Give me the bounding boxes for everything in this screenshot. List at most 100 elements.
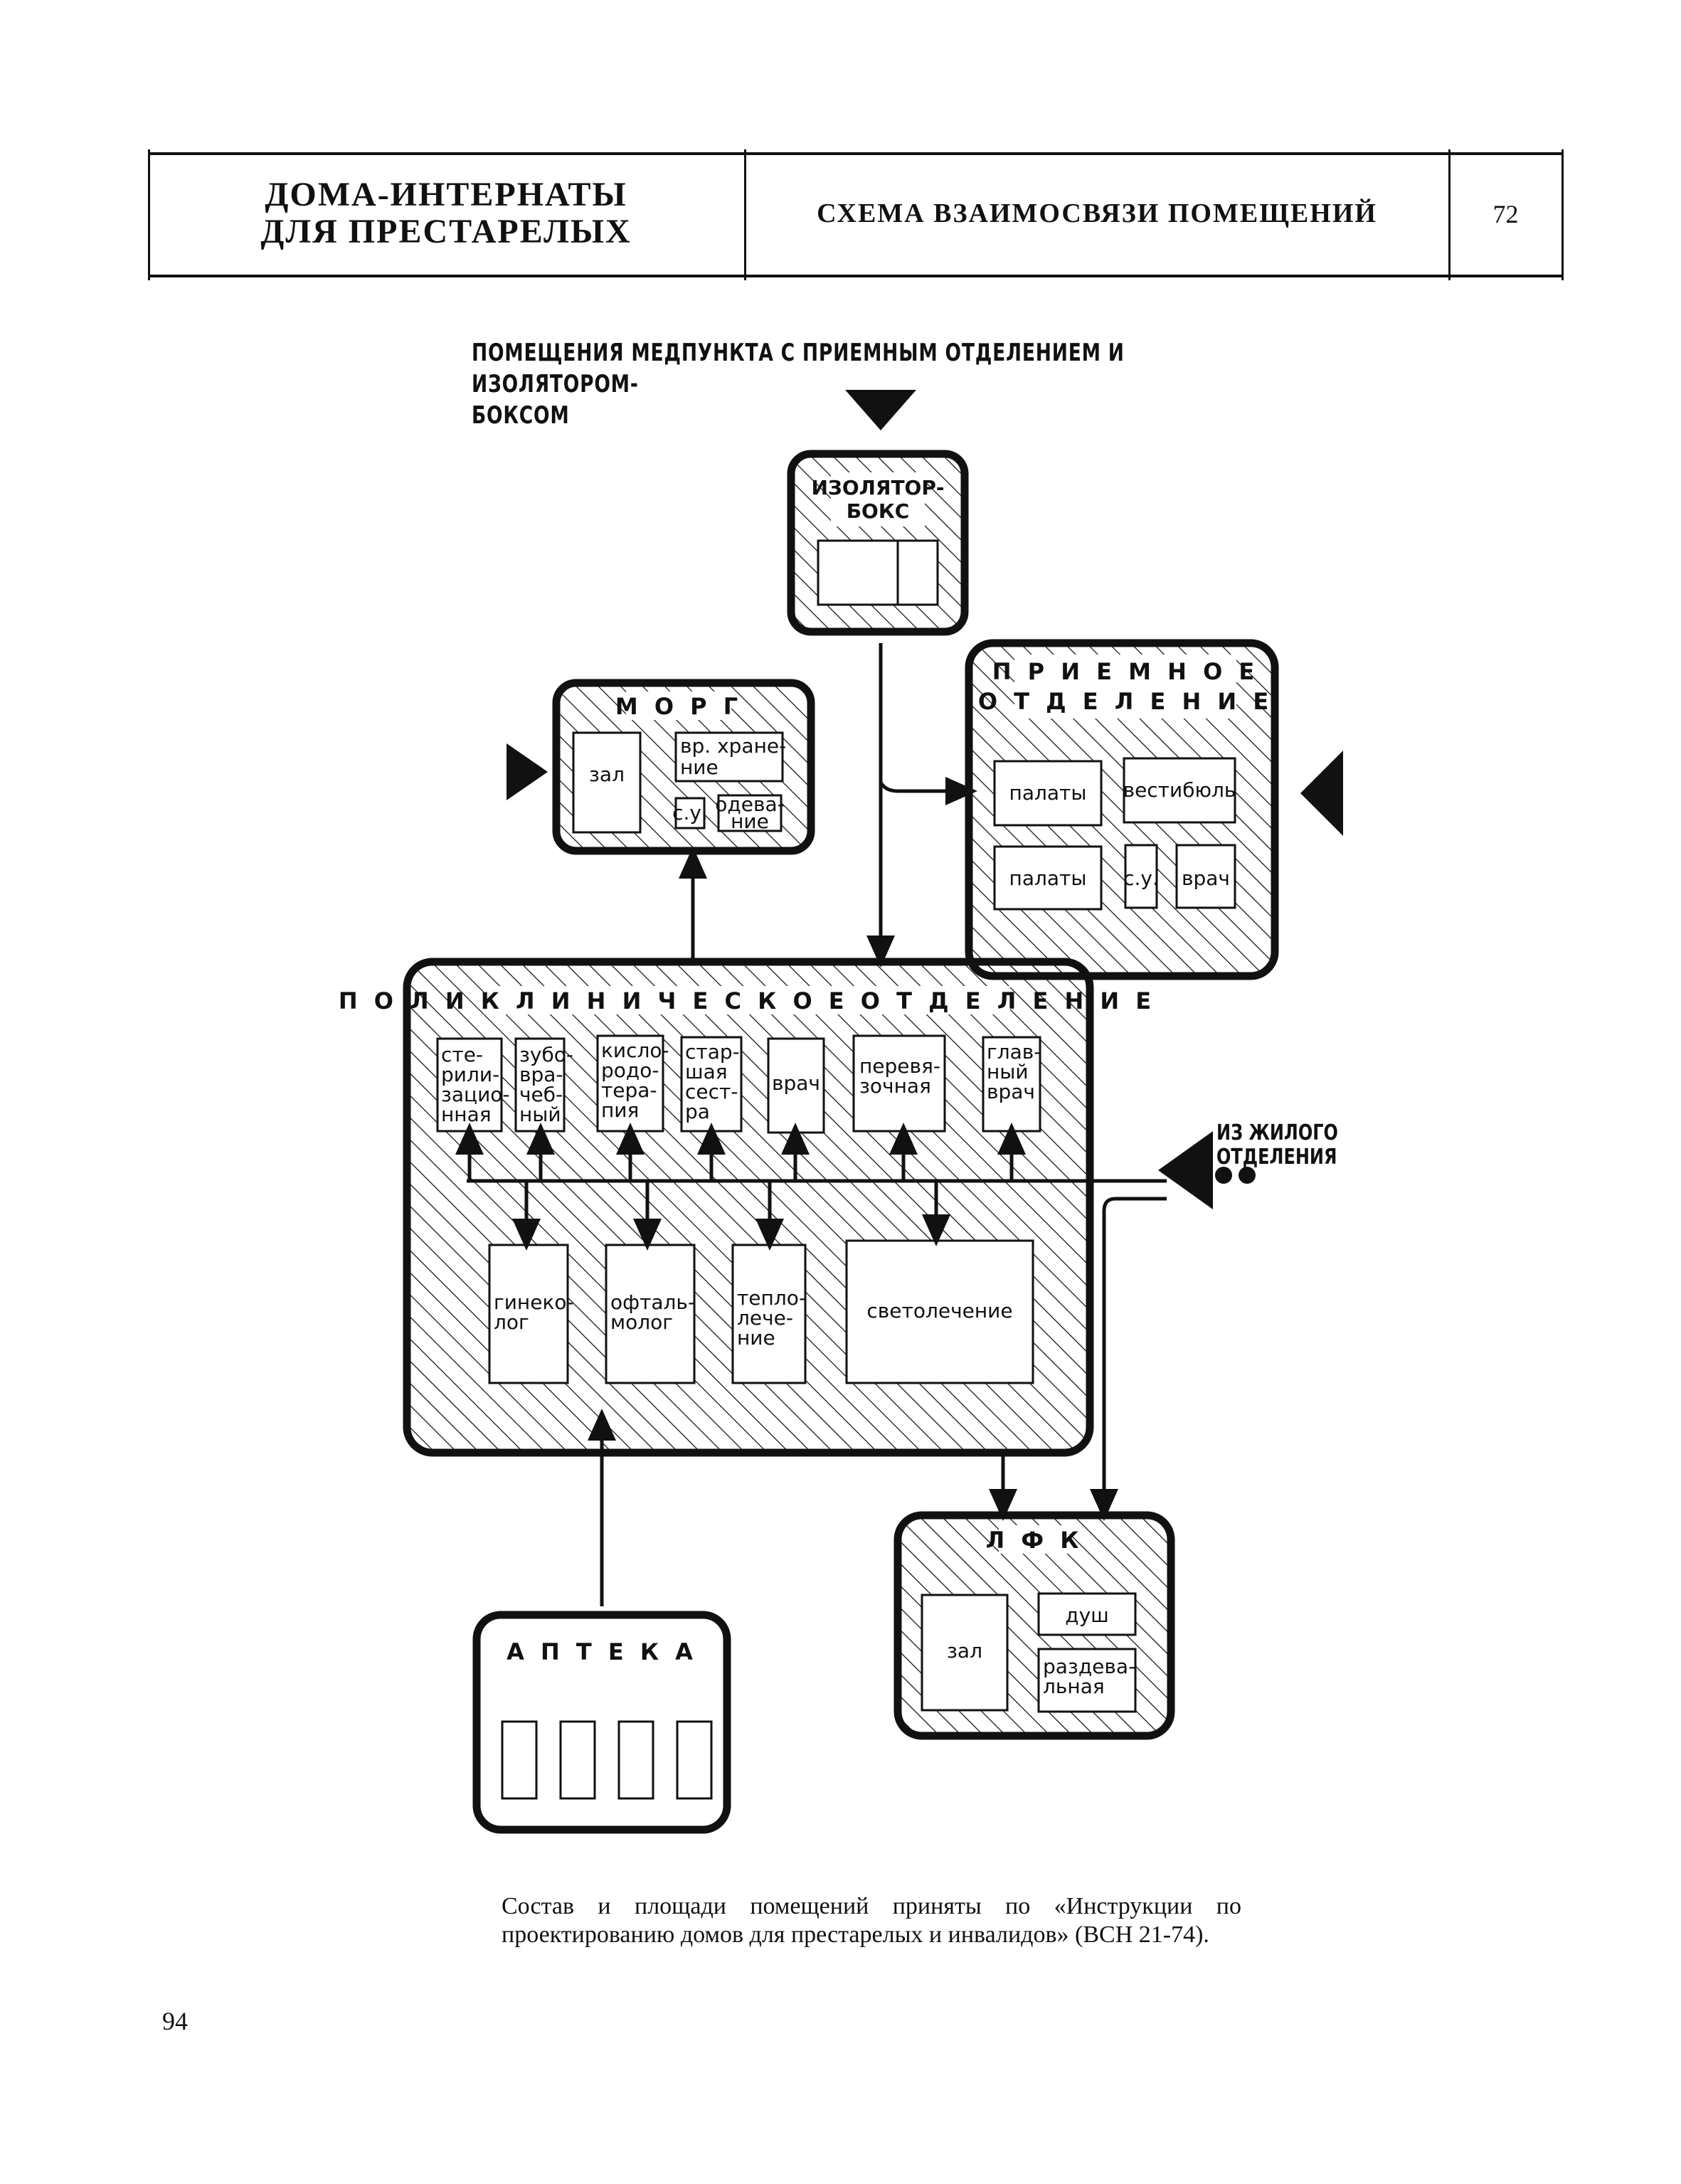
lfk-hall bbox=[921, 1594, 1009, 1712]
room-label: светолечение bbox=[866, 1299, 1012, 1322]
series-title: ДОМА-ИНТЕРНАТЫ ДЛЯ ПРЕСТАРЕЛЫХ bbox=[148, 176, 744, 250]
pharmacy-room bbox=[617, 1720, 654, 1800]
room-label: гинеко- bbox=[494, 1290, 574, 1314]
header-divider bbox=[744, 149, 746, 280]
room-chief-doctor bbox=[982, 1036, 1041, 1133]
entry-dot bbox=[1239, 1167, 1256, 1184]
room-label: молог bbox=[610, 1310, 673, 1334]
room-label: тера- bbox=[601, 1078, 657, 1102]
reception-wc-label: с.у. bbox=[1123, 866, 1159, 890]
room-ophthalmologist bbox=[605, 1244, 696, 1384]
reception-label-line2: О Т Д Е Л Е Н И Е bbox=[978, 688, 1273, 715]
morg-storage bbox=[674, 731, 784, 783]
reception-wc bbox=[1124, 844, 1158, 909]
morg-storage-label-line2: ние bbox=[680, 756, 718, 779]
series-title-line1: ДОМА-ИНТЕРНАТЫ bbox=[265, 176, 627, 213]
pharmacy-room bbox=[501, 1720, 538, 1800]
morg-dressing-label-line1: одева- bbox=[715, 793, 784, 816]
section-title: СХЕМА ВЗАИМОСВЯЗИ ПОМЕЩЕНИЙ bbox=[817, 198, 1377, 228]
header-divider bbox=[1561, 149, 1564, 280]
room-doctor bbox=[767, 1037, 825, 1134]
room-oxygen-therapy bbox=[596, 1034, 664, 1133]
room-gynecologist bbox=[488, 1244, 569, 1384]
pharmacy-label: А П Т Е К А bbox=[507, 1638, 697, 1665]
room-label: лече- bbox=[737, 1306, 793, 1330]
room-label: нная bbox=[441, 1103, 492, 1126]
diagram-title-line1: ПОМЕЩЕНИЯ МЕДПУНКТА С ПРИЕМНЫМ ОТДЕЛЕНИЕ… bbox=[472, 339, 1125, 398]
lfk-dressing-label-line1: раздева- bbox=[1043, 1655, 1135, 1678]
polyclinic-block: П О Л И К Л И Н И Ч Е С К О Е О Т Д Е Л … bbox=[339, 958, 1155, 1457]
entry-arrow-isolator bbox=[845, 390, 916, 430]
room-label: ный bbox=[987, 1060, 1029, 1083]
morg-dressing bbox=[717, 794, 783, 832]
room-label: перевя- bbox=[859, 1054, 940, 1078]
room-label: зубо- bbox=[519, 1043, 573, 1066]
reception-doctor bbox=[1175, 844, 1236, 909]
lfk-label: Л Ф К bbox=[986, 1527, 1083, 1554]
morg-wc bbox=[674, 797, 706, 829]
diagram-title-line2: БОКСОМ bbox=[472, 401, 570, 430]
entry-dot bbox=[1215, 1167, 1232, 1184]
reception-wards-2 bbox=[993, 845, 1103, 911]
room-label: зацио- bbox=[441, 1083, 510, 1106]
room-label: рили- bbox=[441, 1063, 499, 1086]
morg-wc-label: с.у. bbox=[672, 801, 708, 825]
room-label: зочная bbox=[859, 1074, 931, 1098]
caption-text: Состав и площади помещений приняты по «И… bbox=[502, 1893, 1241, 1948]
room-label: чеб- bbox=[519, 1083, 563, 1106]
lfk-hall-label: зал bbox=[947, 1639, 982, 1663]
room-label: ние bbox=[737, 1326, 775, 1350]
room-label: пия bbox=[601, 1098, 639, 1122]
morg-hall bbox=[572, 731, 642, 834]
room-light-therapy bbox=[845, 1239, 1034, 1384]
lfk-dressing bbox=[1037, 1648, 1137, 1713]
reception-label-line1: П Р И Е М Н О Е bbox=[992, 658, 1259, 685]
morg-block: М О Р Г зал вр. хране- ние с.у. одева- н… bbox=[552, 679, 815, 855]
page-number: 94 bbox=[162, 2007, 188, 2035]
room-sterilization bbox=[436, 1037, 503, 1133]
lfk-shower-label: душ bbox=[1065, 1603, 1109, 1627]
sheet-number: 72 bbox=[1492, 200, 1519, 228]
room-label: родо- bbox=[601, 1059, 659, 1082]
connection-lines bbox=[455, 643, 1167, 1606]
isolator-label-line2: БОКС bbox=[847, 499, 910, 523]
polyclinic-label: П О Л И К Л И Н И Ч Е С К О Е О Т Д Е Л … bbox=[339, 987, 1155, 1014]
room-label: врач bbox=[772, 1071, 820, 1095]
room-heat-therapy bbox=[731, 1244, 807, 1384]
pharmacy-room bbox=[559, 1720, 596, 1800]
reception-vestibule bbox=[1123, 757, 1236, 824]
room-label: шая bbox=[685, 1060, 728, 1083]
room-label: ный bbox=[519, 1103, 561, 1126]
morg-hall-label: зал bbox=[589, 763, 625, 786]
pharmacy-room bbox=[676, 1720, 713, 1800]
entry-arrow-residential bbox=[1158, 1131, 1213, 1209]
room-dressing bbox=[852, 1034, 946, 1133]
reception-wards-1-label: палаты bbox=[1009, 781, 1087, 805]
page-header: ДОМА-ИНТЕРНАТЫ ДЛЯ ПРЕСТАРЕЛЫХ СХЕМА ВЗА… bbox=[148, 149, 1564, 280]
room-label: стар- bbox=[685, 1040, 740, 1064]
entry-arrow-reception bbox=[1300, 751, 1343, 836]
link-to-reception bbox=[879, 777, 977, 805]
entry-arrow-morg bbox=[507, 743, 548, 800]
room-label: глав- bbox=[987, 1040, 1041, 1064]
morg-storage-label-line1: вр. хране- bbox=[680, 734, 786, 758]
room-label: вра- bbox=[519, 1063, 563, 1086]
diagram-title: ПОМЕЩЕНИЯ МЕДПУНКТА С ПРИЕМНЫМ ОТДЕЛЕНИЕ… bbox=[472, 337, 1138, 431]
pharmacy-block: А П Т Е К А bbox=[472, 1611, 731, 1834]
reception-wards-1 bbox=[993, 760, 1103, 827]
header-divider bbox=[148, 149, 150, 280]
room-label: офталь- bbox=[610, 1290, 695, 1314]
residential-label-line1: ИЗ ЖИЛОГО bbox=[1216, 1120, 1338, 1145]
room-label: ра bbox=[685, 1100, 710, 1123]
residential-label-line2: ОТДЕЛЕНИЯ bbox=[1216, 1145, 1337, 1169]
link-residential-lfk bbox=[1090, 1197, 1167, 1521]
isolator-label-line1: ИЗОЛЯТОР- bbox=[812, 476, 945, 499]
lfk-block: Л Ф К зал душ раздева- льная bbox=[893, 1511, 1175, 1740]
series-title-line2: ДЛЯ ПРЕСТАРЕЛЫХ bbox=[260, 213, 632, 250]
room-label: сте- bbox=[441, 1043, 483, 1066]
room-label: кисло- bbox=[601, 1039, 669, 1062]
room-label: врач bbox=[987, 1080, 1035, 1103]
room-label: тепло- bbox=[737, 1286, 806, 1310]
lfk-dressing-label-line2: льная bbox=[1043, 1675, 1105, 1698]
